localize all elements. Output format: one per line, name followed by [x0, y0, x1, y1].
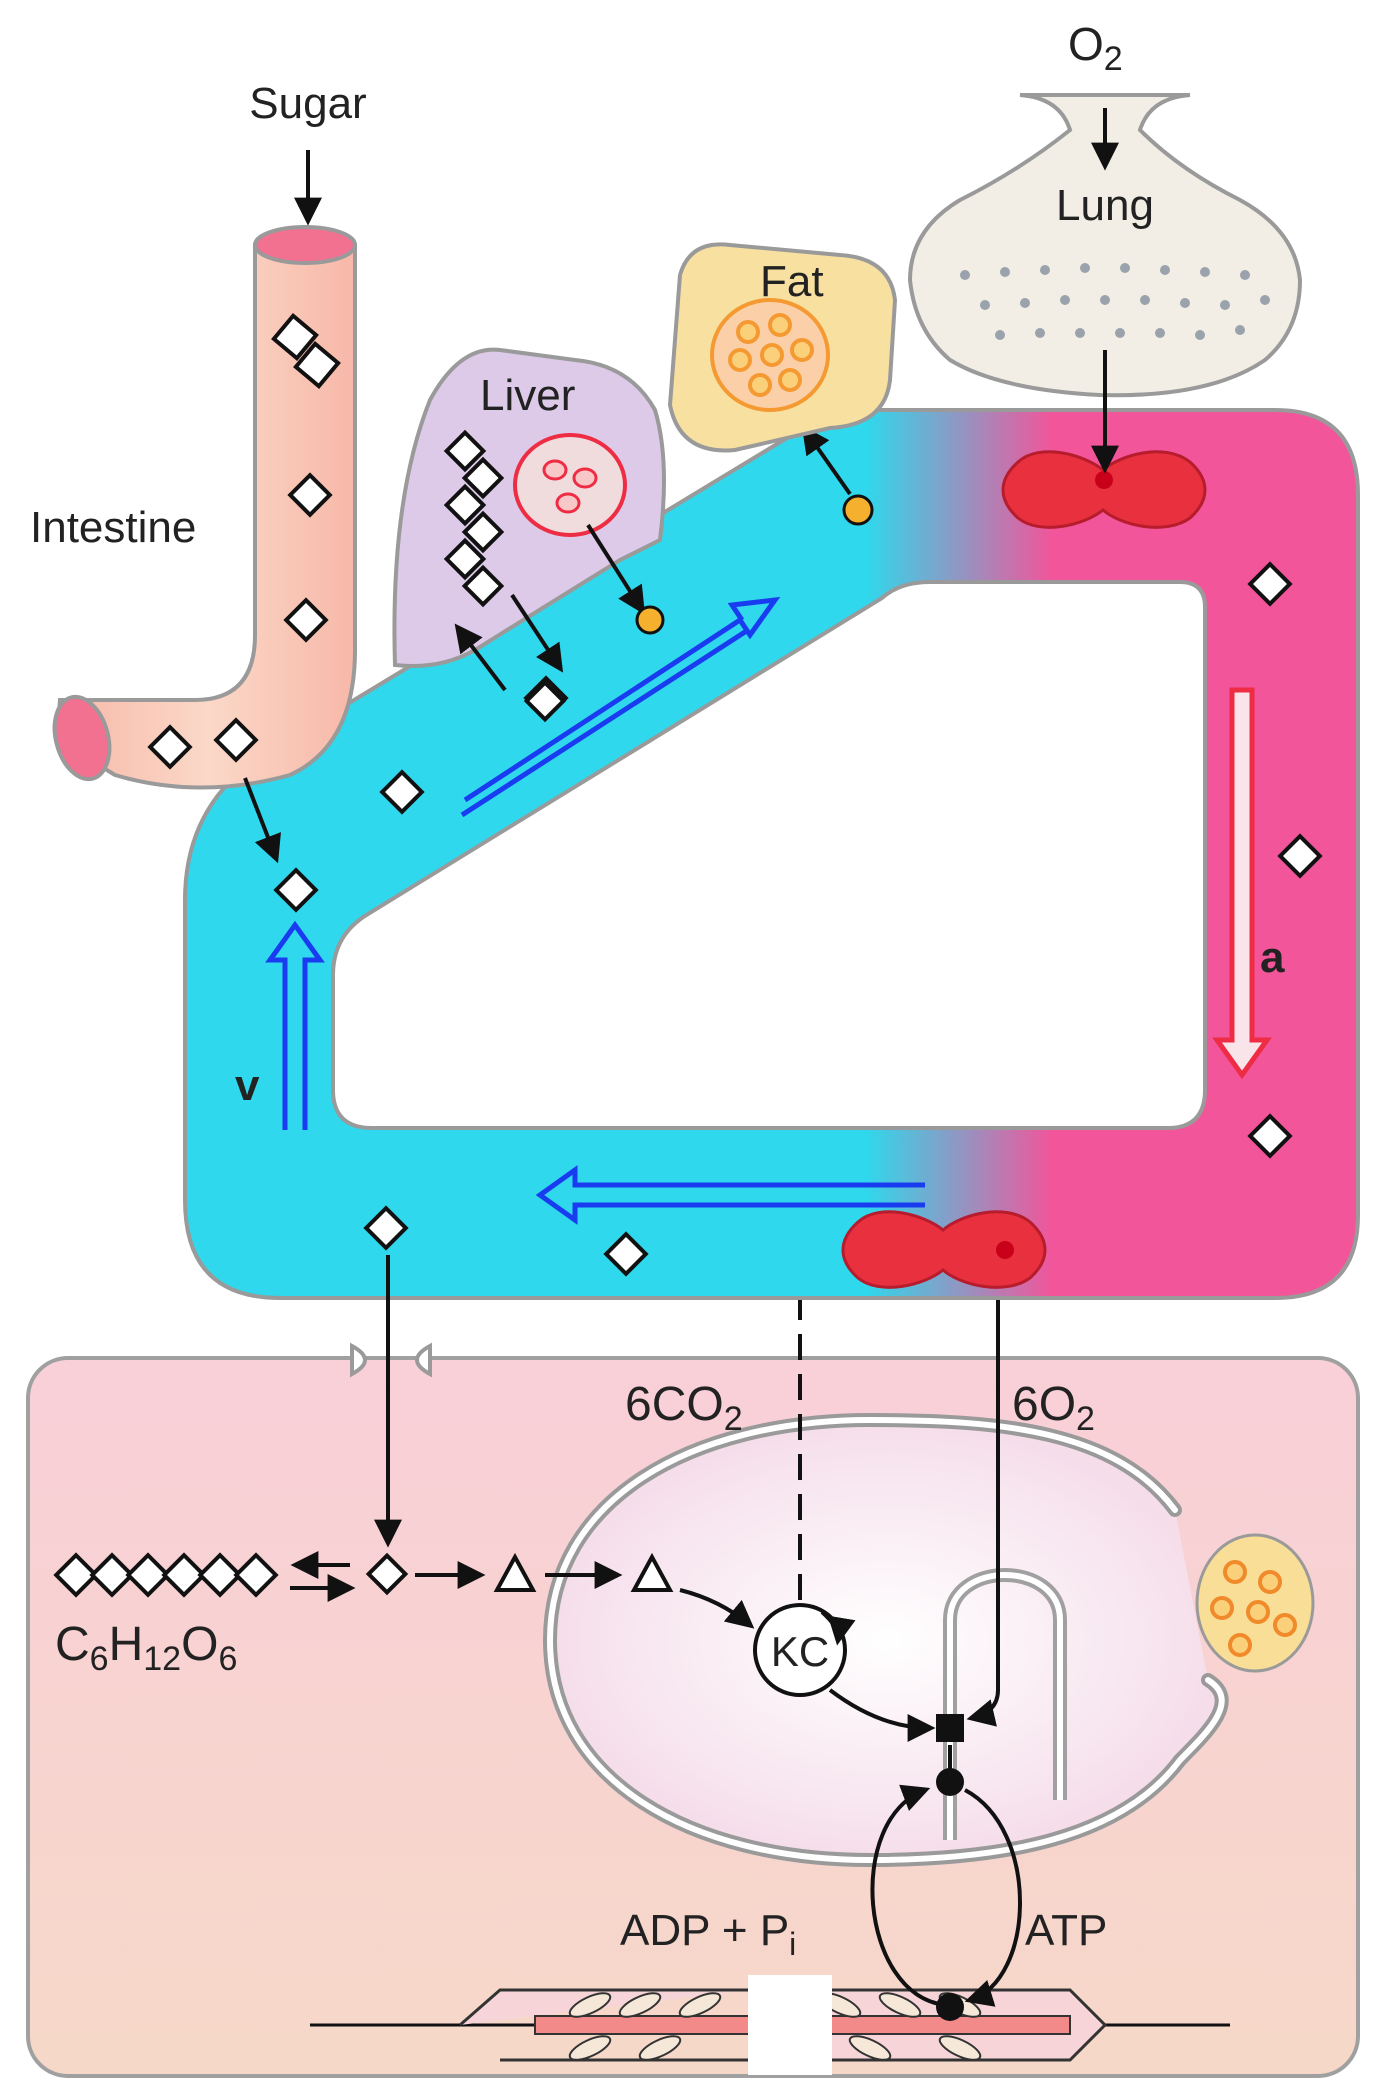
sugar-label: Sugar [249, 79, 366, 128]
membrane-channel [350, 1342, 432, 1378]
myosin-site [936, 1993, 964, 2021]
glucose-chain [53, 1552, 279, 1598]
o2-lung-label: O2 [1068, 18, 1123, 78]
intestine-label: Intestine [30, 503, 196, 552]
arterial-flow-arrow [1212, 687, 1272, 1080]
glycogen-chain [443, 429, 505, 608]
venous-flow-arrows [265, 596, 925, 1225]
liver-fat-droplet [513, 433, 627, 537]
alveoli-dots [960, 263, 1270, 340]
krebs-cycle-node [753, 1603, 847, 1697]
o2-arrow [966, 1255, 1000, 1727]
adp-label: ADP + Pi [620, 1906, 796, 1962]
co2-label: 6CO2 [625, 1378, 743, 1438]
cell-fat-drops [1210, 1560, 1297, 1657]
loop-interior [331, 580, 1207, 1130]
liver-label: Liver [480, 371, 575, 420]
lung-label: Lung [1056, 181, 1154, 230]
respiratory-complex [936, 1714, 964, 1742]
mitochondrion [542, 1412, 1229, 1868]
rbc-bottom [841, 1210, 1047, 1289]
o2-cell-label: 6O2 [1012, 1378, 1095, 1438]
atp-label: ATP [1025, 1906, 1107, 1955]
lung [907, 93, 1303, 398]
adp-return-arrow [870, 1784, 946, 2007]
glucose-formula: C6H12O6 [55, 1618, 237, 1678]
venous-label: v [235, 1061, 260, 1110]
atp-synthase [936, 1768, 964, 1796]
arterial-label: a [1260, 933, 1285, 982]
intestine-sugars [147, 313, 341, 770]
kc-label: KC [771, 1628, 829, 1675]
fat-label: Fat [760, 257, 824, 306]
atp-supply-arrow [964, 1788, 1022, 2007]
fatty-acid-dot [842, 494, 874, 526]
glycolysis-pathway [290, 1551, 755, 1629]
